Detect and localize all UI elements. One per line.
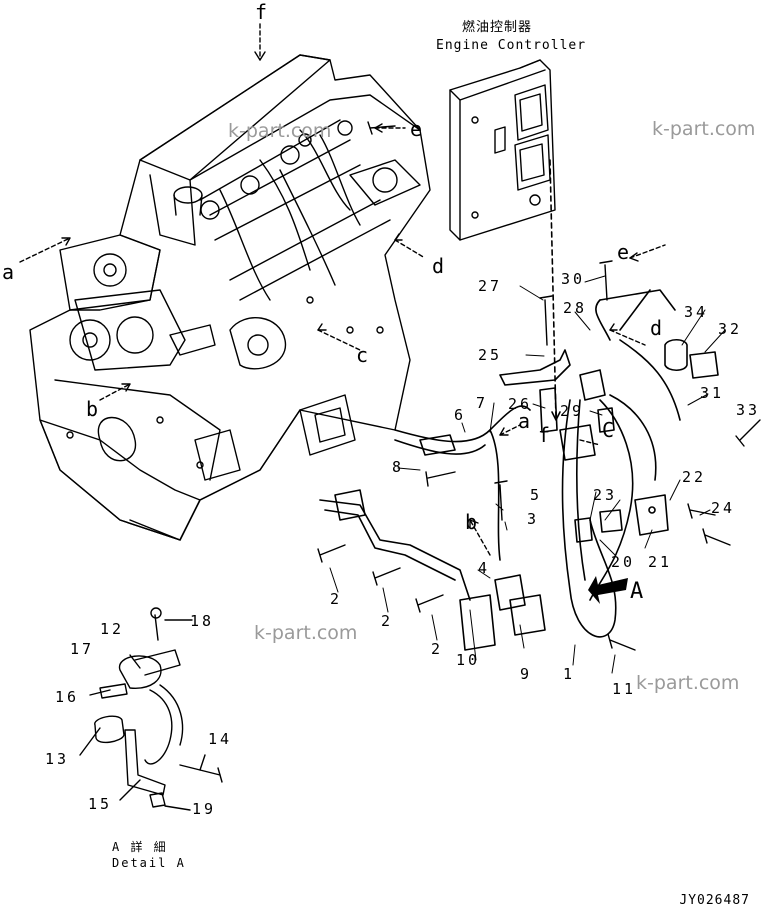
callout-11: 11	[612, 680, 637, 698]
ref-c-engine: c	[356, 343, 372, 367]
callout-10: 10	[456, 651, 481, 669]
bolts	[317, 121, 761, 651]
ref-b-harness: b	[465, 510, 481, 534]
ref-A-harness: A	[630, 579, 647, 604]
callout-27: 27	[478, 277, 503, 295]
callout-4: 4	[478, 559, 491, 577]
engine-reference-arrows	[19, 23, 426, 401]
callout-2a: 2	[330, 590, 343, 608]
watermark-top: k-part.com	[228, 120, 332, 142]
watermark-bottom: k-part.com	[636, 672, 740, 694]
callout-34: 34	[684, 303, 709, 321]
ref-e-harness: e	[617, 240, 633, 264]
callout-24: 24	[711, 499, 736, 517]
callout-33: 33	[736, 401, 761, 419]
callout-29: 29	[560, 402, 585, 420]
watermark-right: k-part.com	[652, 118, 756, 140]
callout-21: 21	[648, 553, 673, 571]
callout-17: 17	[70, 640, 95, 658]
callout-23: 23	[593, 486, 618, 504]
callout-2c: 2	[431, 640, 444, 658]
callout-7: 7	[476, 394, 489, 412]
ref-a-harness: a	[518, 409, 534, 433]
ref-f-engine: f	[255, 0, 271, 24]
callout-3: 3	[527, 510, 540, 528]
ref-a-engine: a	[2, 260, 18, 284]
ref-e-engine: e	[410, 117, 426, 141]
harness-reference-arrows	[469, 244, 666, 604]
ref-b-engine: b	[86, 397, 102, 421]
ref-d-engine: d	[432, 254, 448, 278]
callout-12: 12	[100, 620, 125, 638]
watermark-middle: k-part.com	[254, 622, 358, 644]
callout-20: 20	[611, 553, 636, 571]
callout-28: 28	[563, 299, 588, 317]
ref-f-harness: f	[538, 423, 554, 447]
callout-30: 30	[561, 270, 586, 288]
drawing-id: JY026487	[679, 893, 750, 908]
callout-15: 15	[88, 795, 113, 813]
ref-d-harness: d	[650, 316, 666, 340]
engine-assembly	[29, 54, 431, 541]
callout-8: 8	[392, 458, 405, 476]
controller-title-jp: 燃油控制器	[462, 20, 533, 35]
detail-title-en: Detail A	[112, 856, 186, 870]
ref-C-harness: C	[602, 418, 618, 442]
callout-32: 32	[718, 320, 743, 338]
detail-title-jp: A 詳 細	[112, 840, 168, 854]
callout-16: 16	[55, 688, 80, 706]
detail-a-drawing	[79, 607, 223, 811]
callout-26: 26	[508, 395, 533, 413]
controller-title-en: Engine Controller	[436, 38, 587, 53]
callout-2b: 2	[381, 612, 394, 630]
callout-22: 22	[682, 468, 707, 486]
callout-13: 13	[45, 750, 70, 768]
callout-19: 19	[192, 800, 217, 818]
callout-25: 25	[478, 346, 503, 364]
callout-5: 5	[530, 486, 543, 504]
callout-14: 14	[208, 730, 233, 748]
callout-1: 1	[563, 665, 576, 683]
callout-6: 6	[454, 406, 467, 424]
leader-lines	[329, 275, 726, 674]
callout-9: 9	[520, 665, 533, 683]
callout-18: 18	[190, 612, 215, 630]
engine-controller	[449, 59, 556, 241]
callout-31: 31	[700, 384, 725, 402]
